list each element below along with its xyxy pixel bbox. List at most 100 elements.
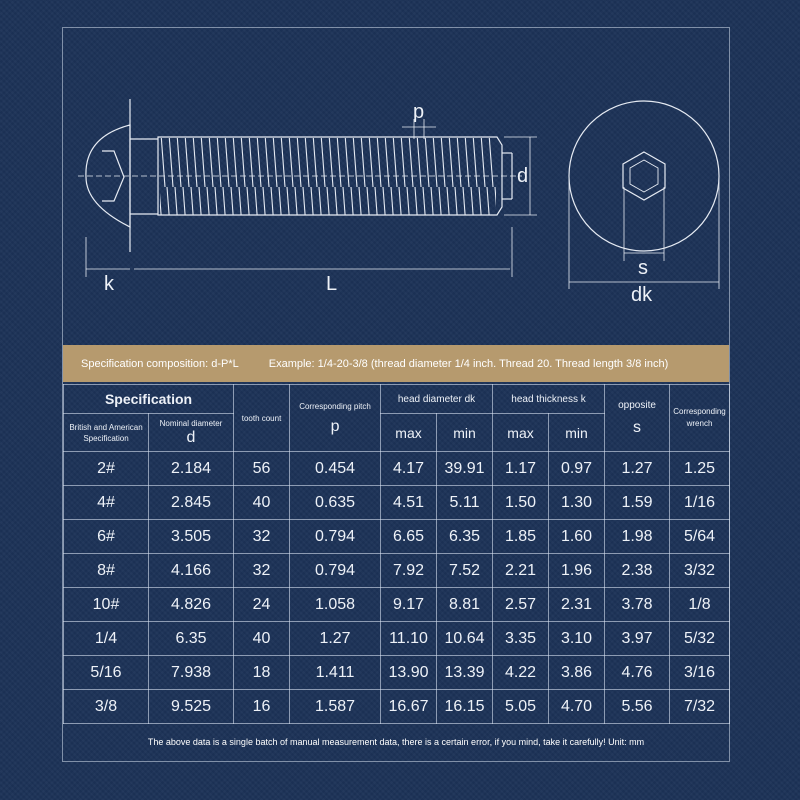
pitch-label: p	[413, 101, 425, 123]
table-cell: 5/64	[669, 519, 731, 554]
nominal-diameter-text: Nominal diameter	[159, 419, 223, 428]
table-cell: 6.35	[147, 621, 235, 656]
table-cell: 32	[233, 519, 291, 554]
table-cell: 1.17	[492, 451, 550, 486]
table-cell: 7/32	[669, 689, 731, 724]
header-row-1: Specification tooth count Corresponding …	[62, 384, 731, 452]
socket-label: s	[638, 257, 648, 279]
table-cell: 0.635	[289, 485, 382, 520]
pitch-header: Corresponding pitch p	[289, 384, 382, 452]
table-cell: 4#	[63, 485, 149, 520]
table-cell: 1/16	[669, 485, 731, 520]
spec-table: Specification tooth count Corresponding …	[62, 384, 731, 724]
footer-note: The above data is a single batch of manu…	[147, 737, 645, 747]
screw-drawing	[78, 99, 720, 289]
composition-banner: Specification composition: d-P*L Example…	[63, 345, 729, 382]
british-american-header: British and American Specification	[63, 413, 149, 452]
opposite-header-symbol: s	[633, 418, 642, 436]
dk-max-header: max	[380, 413, 438, 452]
table-cell: 8.81	[436, 587, 494, 622]
table-cell: 2.21	[492, 553, 550, 588]
thread-lines	[160, 138, 496, 215]
pitch-header-symbol: p	[330, 417, 340, 435]
table-cell: 10.64	[436, 621, 494, 656]
table-cell: 11.10	[380, 621, 438, 656]
table-cell: 2.31	[548, 587, 606, 622]
screw-head	[85, 124, 131, 228]
pitch-header-text: Corresponding pitch	[299, 401, 371, 411]
table-cell: 5.05	[492, 689, 550, 724]
table-cell: 3/8	[63, 689, 149, 724]
table-cell: 4.166	[147, 553, 235, 588]
nominal-diameter-header: Nominal diameter d	[147, 413, 235, 452]
table-cell: 9.525	[147, 689, 235, 724]
table-cell: 32	[233, 553, 291, 588]
end-view	[568, 100, 720, 289]
table-cell: 4.17	[380, 451, 438, 486]
table-cell: 8#	[63, 553, 149, 588]
table-cell: 3.35	[492, 621, 550, 656]
table-cell: 7.52	[436, 553, 494, 588]
table-cell: 6.65	[380, 519, 438, 554]
table-cell: 56	[233, 451, 291, 486]
table-cell: 10#	[63, 587, 149, 622]
head-thickness-label: k	[104, 273, 114, 295]
table-cell: 2.38	[604, 553, 671, 588]
nominal-diameter-symbol: d	[186, 429, 196, 446]
table-cell: 1.25	[669, 451, 731, 486]
table-cell: 1.60	[548, 519, 606, 554]
table-cell: 4.70	[548, 689, 606, 724]
head-thickness-header: head thickness k	[492, 384, 606, 414]
table-cell: 4.51	[380, 485, 438, 520]
table-cell: 1/4	[63, 621, 149, 656]
table-cell: 7.92	[380, 553, 438, 588]
example-text: Example: 1/4-20-3/8 (thread diameter 1/4…	[268, 357, 669, 370]
table-cell: 0.97	[548, 451, 606, 486]
head-outline	[568, 100, 720, 252]
diameter-label: d	[517, 165, 529, 187]
table-cell: 1.27	[289, 621, 382, 656]
table-cell: 39.91	[436, 451, 494, 486]
table-cell: 5.56	[604, 689, 671, 724]
table-cell: 1.85	[492, 519, 550, 554]
table-cell: 0.794	[289, 553, 382, 588]
table-cell: 13.39	[436, 655, 494, 690]
table-cell: 1.59	[604, 485, 671, 520]
table-cell: 1.058	[289, 587, 382, 622]
table-cell: 16.15	[436, 689, 494, 724]
table-cell: 3.78	[604, 587, 671, 622]
table-cell: 1.411	[289, 655, 382, 690]
table-cell: 3/32	[669, 553, 731, 588]
opposite-header-text: opposite	[618, 399, 656, 411]
table-cell: 18	[233, 655, 291, 690]
table-cell: 3.10	[548, 621, 606, 656]
table-cell: 1.98	[604, 519, 671, 554]
table-cell: 6#	[63, 519, 149, 554]
k-max-header: max	[492, 413, 550, 452]
table-cell: 0.794	[289, 519, 382, 554]
table-cell: 3.97	[604, 621, 671, 656]
table-cell: 1.30	[548, 485, 606, 520]
table-cell: 16.67	[380, 689, 438, 724]
header-row-2: British and American Specification Nomin…	[63, 413, 730, 452]
table-cell: 4.826	[147, 587, 235, 622]
table-cell: 2.57	[492, 587, 550, 622]
table-cell: 1.27	[604, 451, 671, 486]
table-cell: 1.50	[492, 485, 550, 520]
head-diameter-label: dk	[631, 284, 653, 306]
table-cell: 4.76	[604, 655, 671, 690]
table-cell: 5.11	[436, 485, 494, 520]
screw-diagram: p d k L s dk	[62, 27, 730, 345]
side-view	[78, 99, 537, 277]
table-cell: 2#	[63, 451, 149, 486]
specification-header: Specification	[62, 384, 235, 414]
table-cell: 16	[233, 689, 291, 724]
k-min-header: min	[548, 413, 606, 452]
